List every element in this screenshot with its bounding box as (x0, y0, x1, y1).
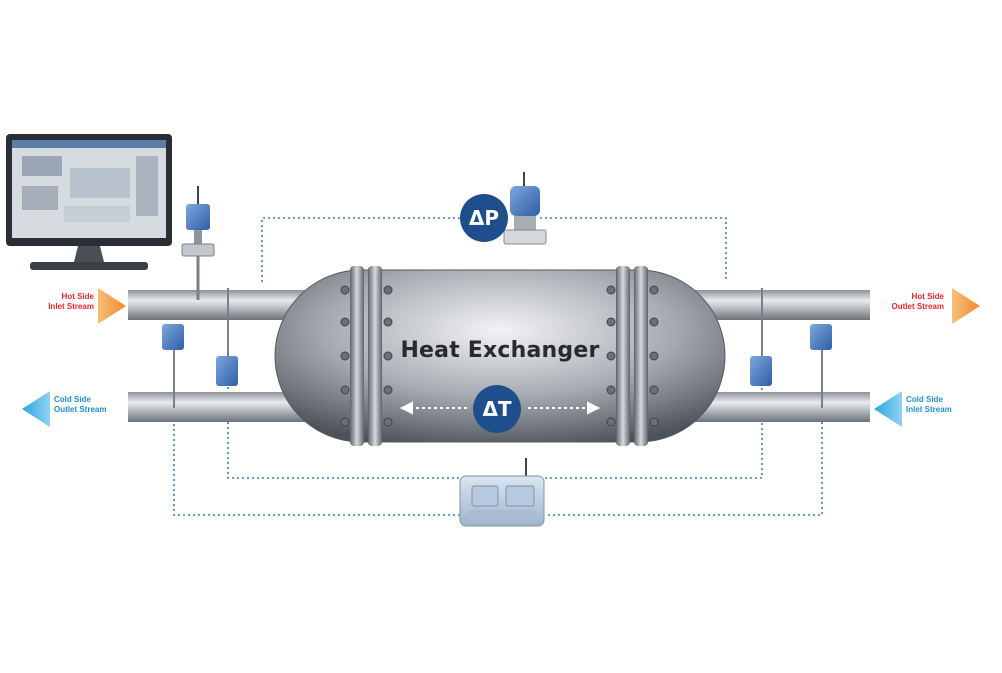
temp-sensor-1 (162, 324, 184, 408)
cold-pipe-right (690, 392, 870, 422)
hot-inlet-label: Hot Side Inlet Stream (30, 292, 94, 312)
temp-sensor-4 (810, 324, 832, 408)
delta-p-badge: ΔP (460, 194, 508, 242)
hot-pipe-right (690, 290, 870, 320)
hot-outlet-line2: Outlet Stream (891, 302, 944, 311)
hot-inlet-arrow (98, 288, 126, 324)
cold-inlet-line1: Cold Side (906, 395, 943, 404)
wire-dp-right (540, 217, 727, 282)
delta-t-badge: ΔT (473, 385, 521, 433)
wireless-gateway-icon (459, 458, 545, 527)
hot-inlet-line2: Inlet Stream (48, 302, 94, 311)
stream-arrows (22, 288, 980, 427)
heat-exchanger-vessel (274, 266, 726, 446)
cold-inlet-arrow (874, 391, 902, 427)
hot-inlet-line1: Hot Side (61, 292, 94, 301)
delta-t-arrows (399, 401, 601, 415)
cold-inlet-label: Cold Side Inlet Stream (906, 395, 980, 415)
cold-outlet-arrow (22, 391, 50, 427)
flange-bolts (340, 285, 659, 427)
cold-inlet-line2: Inlet Stream (906, 405, 952, 414)
flange-right-1 (616, 266, 630, 446)
flange-left-1 (350, 266, 364, 446)
cold-outlet-label: Cold Side Outlet Stream (54, 395, 128, 415)
cold-outlet-line1: Cold Side (54, 395, 91, 404)
cold-outlet-line2: Outlet Stream (54, 405, 107, 414)
flange-left-2 (368, 266, 382, 446)
flange-right-2 (634, 266, 648, 446)
hot-pipe-left (128, 290, 308, 320)
wireless-transmitter-icon (181, 186, 215, 300)
pressure-transmitter-icon (503, 172, 547, 245)
pipes (128, 290, 870, 422)
hot-outlet-label: Hot Side Outlet Stream (880, 292, 944, 312)
temp-sensor-3 (750, 288, 772, 386)
temp-sensor-2 (216, 288, 238, 386)
hot-outlet-line1: Hot Side (911, 292, 944, 301)
temperature-sensor-icon (162, 288, 832, 408)
diagram-title: Heat Exchanger (400, 338, 600, 363)
monitor-icon (6, 134, 172, 270)
wire-dp-left (261, 217, 465, 282)
hot-outlet-arrow (952, 288, 980, 324)
cold-pipe-left (128, 392, 308, 422)
